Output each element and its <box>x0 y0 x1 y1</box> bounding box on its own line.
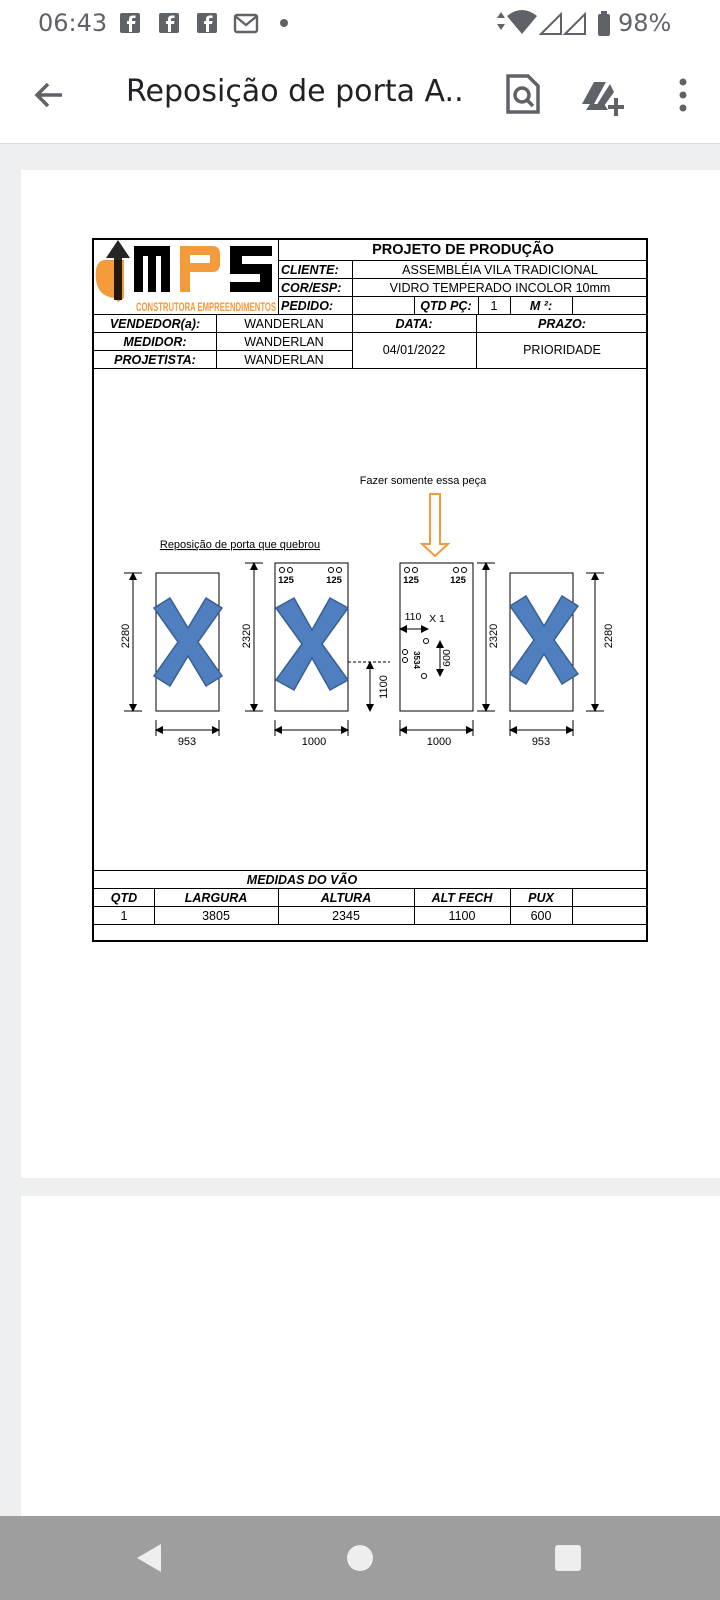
mps-logo: CONSTRUTORA EMPREENDIMENTOS <box>95 240 276 314</box>
height-label-panel-2: 2320 <box>241 624 253 648</box>
value-vendedor: WANDERLAN <box>244 317 324 331</box>
hole-label: 125 <box>326 575 343 586</box>
measures-value-largura: 3805 <box>202 909 230 923</box>
measures-header-pux: PUX <box>528 891 554 905</box>
label-projetista: PROJETISTA: <box>114 353 196 367</box>
label-pedido: PEDIDO: <box>281 299 334 313</box>
dim-3534-label: 3534 <box>412 651 421 669</box>
document-page-1[interactable]: CONSTRUTORA EMPREENDIMENTOS PROJETO DE P… <box>21 170 720 1178</box>
label-qtd-pc: QTD PÇ: <box>420 299 472 313</box>
drive-add-icon[interactable] <box>578 70 628 120</box>
down-arrow-icon <box>419 493 451 558</box>
value-medidor: WANDERLAN <box>244 335 324 349</box>
status-time: 06:43 <box>38 9 108 37</box>
signal-icon <box>538 11 562 35</box>
value-cliente: ASSEMBLÉIA VILA TRADICIONAL <box>402 263 598 277</box>
label-prazo: PRAZO: <box>538 317 586 331</box>
label-m2: M ²: <box>529 299 553 313</box>
width-label-panel-3: 1000 <box>427 736 451 748</box>
facebook-icon <box>120 13 140 33</box>
home-circle-icon[interactable] <box>338 1536 382 1580</box>
dim-600-label: 600 <box>441 649 453 667</box>
label-cliente: CLIENTE: <box>281 263 339 277</box>
recents-square-icon[interactable] <box>546 1536 590 1580</box>
facebook-icon <box>159 13 179 33</box>
value-prazo: PRIORIDADE <box>523 343 601 357</box>
height-label-panel-4: 2280 <box>603 624 615 648</box>
production-project-sheet: CONSTRUTORA EMPREENDIMENTOS PROJETO DE P… <box>92 238 648 942</box>
back-arrow-icon[interactable] <box>26 72 72 118</box>
measures-value-pux: 600 <box>530 909 552 923</box>
measures-header-largura: LARGURA <box>184 891 248 905</box>
status-bar: 06:43 98% <box>0 0 720 48</box>
measures-value-altura: 2345 <box>332 909 360 923</box>
note-broken-door: Reposição de porta que quebrou <box>160 539 320 551</box>
value-cor-esp: VIDRO TEMPERADO INCOLOR 10mm <box>389 281 611 295</box>
width-label-panel-1: 953 <box>178 736 196 748</box>
signal-icon <box>562 11 586 35</box>
width-label-panel-4: 953 <box>532 736 550 748</box>
wifi-icon <box>507 10 537 34</box>
battery-level: 98% <box>618 9 672 37</box>
measures-header-altura: ALTURA <box>320 891 372 905</box>
cross-mark-icon <box>152 596 224 688</box>
dim-x1-label: X 1 <box>429 613 445 625</box>
width-label-panel-2: 1000 <box>302 736 326 748</box>
height-label-panel-3: 2320 <box>488 624 500 648</box>
gmail-icon <box>233 13 259 34</box>
value-data: 04/01/2022 <box>382 343 446 357</box>
battery-icon <box>598 11 610 36</box>
app-bar: Reposição de porta A... <box>0 48 720 144</box>
document-title: Reposição de porta A... <box>126 74 466 109</box>
value-qtd-pc: 1 <box>490 299 498 313</box>
handle-height-label: 1100 <box>378 675 390 699</box>
hole-label: 125 <box>403 575 420 586</box>
document-page-2[interactable] <box>21 1196 720 1516</box>
note-make-only-this: Fazer somente essa peça <box>360 475 487 487</box>
measures-header-alt-fech: ALT FECH <box>431 891 493 905</box>
technical-drawing: Fazer somente essa peça Reposição de por… <box>120 475 615 748</box>
system-icons <box>497 10 610 36</box>
cross-mark-icon <box>508 594 580 686</box>
measures-value-qtd: 1 <box>120 909 128 923</box>
cross-mark-icon <box>274 596 350 692</box>
sheet-title: PROJETO DE PRODUÇÃO <box>372 242 554 258</box>
search-document-icon[interactable] <box>498 70 548 120</box>
label-cor-esp: COR/ESP: <box>281 281 342 295</box>
notification-icons <box>120 13 288 34</box>
system-nav-bar <box>0 1516 720 1600</box>
glass-panel-1 <box>155 572 220 712</box>
height-label-panel-1: 2280 <box>120 624 132 648</box>
measures-title: MEDIDAS DO VÃO <box>246 873 358 887</box>
more-vert-icon[interactable] <box>658 70 708 120</box>
glass-panel-4 <box>509 572 574 712</box>
data-arrows-icon <box>497 12 505 30</box>
glass-panel-2 <box>274 562 349 712</box>
back-triangle-icon[interactable] <box>129 1536 173 1580</box>
logo-subtitle: CONSTRUTORA EMPREENDIMENTOS <box>136 302 276 314</box>
hole-label: 125 <box>278 575 295 586</box>
dim-110-label: 110 <box>405 611 422 623</box>
glass-panel-3 <box>399 562 474 712</box>
measures-value-alt-fech: 1100 <box>448 909 476 923</box>
facebook-icon <box>197 13 217 33</box>
label-medidor: MEDIDOR: <box>123 335 187 349</box>
label-data: DATA: <box>395 317 433 331</box>
measures-header-qtd: QTD <box>110 891 138 905</box>
dot-icon <box>280 19 288 27</box>
hole-label: 125 <box>450 575 467 586</box>
value-projetista: WANDERLAN <box>244 353 324 367</box>
label-vendedor: VENDEDOR(a): <box>109 317 201 331</box>
